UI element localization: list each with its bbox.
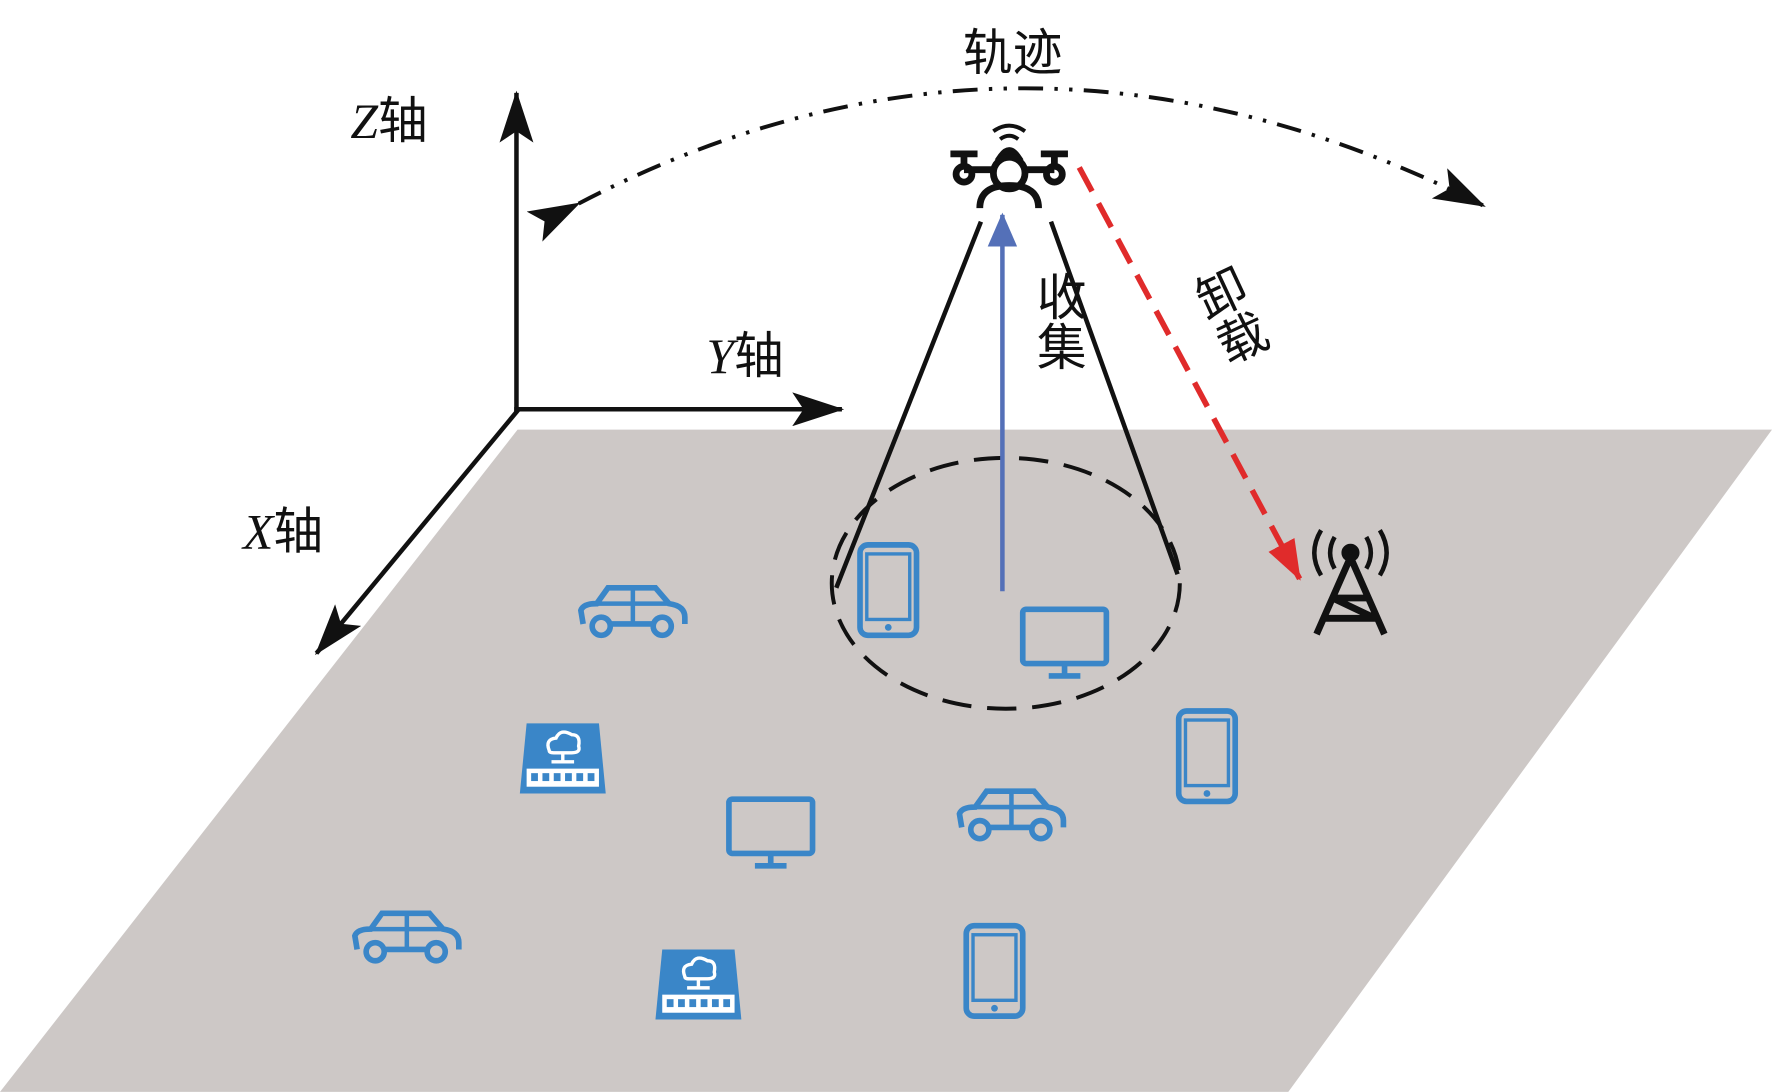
z-axis-suffix: 轴 <box>378 92 428 150</box>
z-axis-letter: Z <box>350 94 379 149</box>
y-axis-letter: Y <box>706 329 739 384</box>
x-axis-letter: X <box>241 504 275 559</box>
z-axis-label: Z轴 <box>350 92 427 150</box>
base-station-tower-icon <box>1312 529 1389 636</box>
x-axis-label: X轴 <box>241 502 323 560</box>
coverage-area <box>829 455 1182 711</box>
collect-label: 收集 <box>1029 271 1087 370</box>
coverage-cone-right <box>1048 220 1180 576</box>
y-axis-label: Y轴 <box>706 327 783 385</box>
offload-label: 卸载 <box>1181 259 1276 374</box>
x-axis-suffix: 轴 <box>273 502 323 560</box>
offload-arrow <box>1076 166 1303 581</box>
uav-drone-icon <box>950 123 1068 209</box>
edge-router-icon <box>518 721 608 796</box>
trajectory-arc <box>526 86 1486 242</box>
x-axis <box>314 407 521 656</box>
trajectory-label: 轨迹 <box>963 24 1062 82</box>
edge-router-icon <box>653 947 744 1022</box>
coverage-cone-left <box>834 220 984 589</box>
y-axis-suffix: 轴 <box>734 327 784 385</box>
coordinate-axes <box>314 90 845 656</box>
